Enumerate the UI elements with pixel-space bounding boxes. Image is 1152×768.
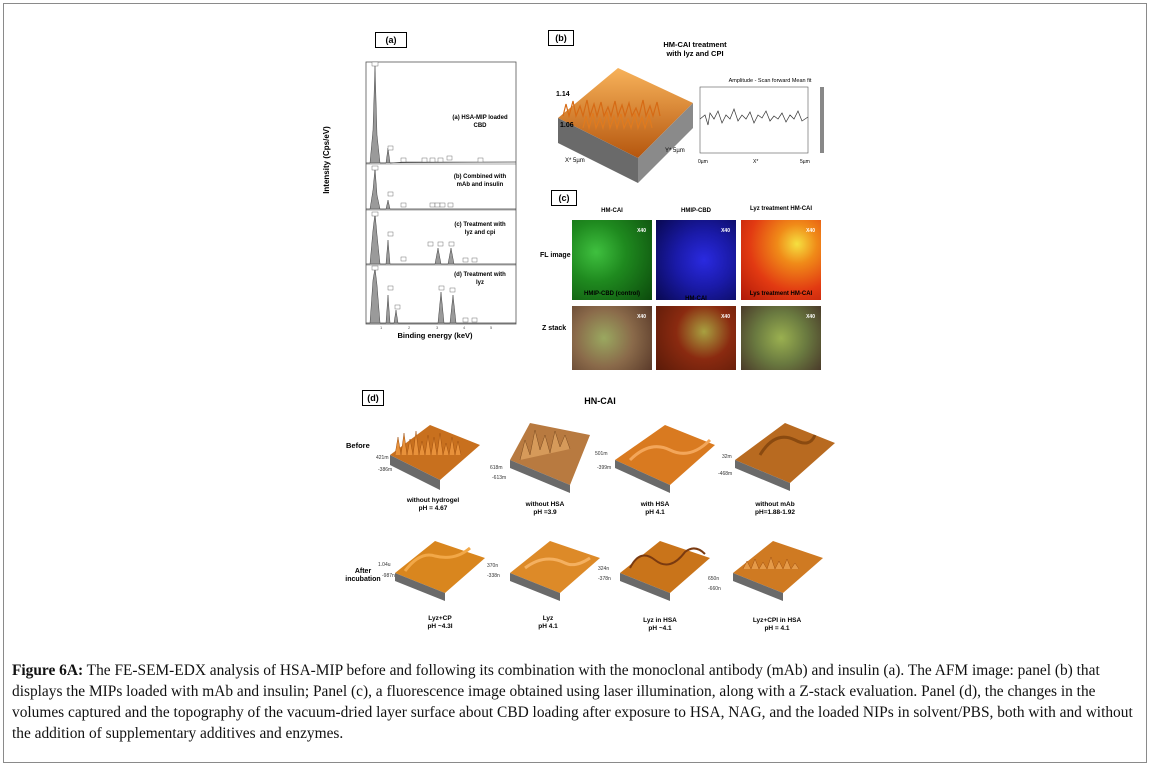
fl-image-red: X40: [741, 220, 821, 300]
before-2-label-1: without HSA: [525, 501, 565, 508]
spectrum-d: [366, 267, 516, 324]
after-4-label-2: pH = 4.1: [764, 625, 790, 632]
after-3-label-2: pH ~4.1: [648, 625, 672, 632]
before-2-ztop: 618m: [490, 465, 503, 471]
spectrum-a-label-1: (a) HSA-MIP loaded: [452, 115, 508, 121]
afm-after-2: [510, 541, 600, 601]
before-1-ztop: 421m: [376, 455, 389, 461]
after-4-ztop: 650n: [708, 576, 720, 582]
before-3-label-1: with HSA: [640, 501, 670, 508]
after-1-ztop: 1.04u: [378, 562, 391, 568]
afm-before-3: [615, 425, 715, 493]
svg-text:3: 3: [436, 325, 439, 330]
z-stack-1: X40: [572, 306, 652, 370]
after-2-zbot: -338n: [487, 573, 500, 579]
fl-title-3: Lyz treatment HM-CAI: [749, 206, 813, 212]
after-2-label-1: Lyz: [542, 615, 554, 622]
after-2-ztop: 370n: [487, 563, 499, 569]
row-label-before: Before: [346, 441, 370, 450]
fl-image-green: X40: [572, 220, 652, 300]
profile-x-mid: X*: [753, 159, 759, 165]
afm-3d-surface-b: [558, 68, 693, 183]
after-4-label-1: Lyz+CPI in HSA: [752, 617, 802, 624]
svg-text:5: 5: [490, 325, 493, 330]
edx-spectra: 1 2 3 4 5: [365, 61, 517, 330]
panel-b-title-1: HM-CAI treatment: [663, 40, 727, 49]
afm-after-1: [395, 541, 485, 601]
after-1-label-2: pH ~4.3I: [427, 623, 453, 630]
before-4-label-1: without mAb: [755, 501, 795, 508]
spectrum-d-label-1: (d) Treatment with: [454, 272, 506, 278]
z-stack-2: X40: [656, 306, 736, 370]
row-label-z-stack: Z stack: [542, 325, 567, 332]
before-2-zbot: -613m: [492, 475, 507, 481]
svg-text:1: 1: [380, 325, 383, 330]
after-4-zbot: -660n: [708, 586, 721, 592]
after-1-label-1: Lyz+CP: [428, 615, 452, 622]
afm-before-1: [390, 425, 480, 490]
fl-title-1: HM-CAI: [601, 208, 623, 214]
spectrum-c: [366, 212, 516, 265]
spectrum-b-label-1: (b) Combined with: [453, 174, 507, 180]
before-4-ztop: 32m: [722, 454, 732, 460]
before-1-zbot: -386m: [378, 467, 393, 473]
z-stack-3: X40: [741, 306, 821, 370]
profile-x-end: 5µm: [800, 159, 810, 165]
spectrum-b-label-2: mAb and insulin: [456, 182, 504, 188]
before-4-label-2: pH=1.88-1.92: [755, 509, 795, 516]
caption-text: The FE-SEM-EDX analysis of HSA-MIP befor…: [12, 662, 1133, 742]
panel-b-title-2: with lyz and CPI: [666, 49, 724, 58]
row-label-after-2: incubation: [345, 576, 381, 583]
panel-d-title: HN-CAI: [584, 396, 616, 406]
after-2-label-2: pH 4.1: [538, 623, 558, 630]
row-label-after-1: After: [354, 568, 372, 575]
panel-a-label: (a): [375, 32, 407, 48]
caption-label: Figure 6A:: [12, 662, 84, 679]
before-3-ztop: 501m: [595, 451, 608, 457]
panel-b-x-axis: X* 5µm: [565, 158, 585, 164]
fl-title-2: HMIP-CBD: [681, 208, 711, 214]
panel-b-y-axis: Y* 5µm: [665, 148, 685, 154]
spectrum-d-label-2: lyz: [475, 280, 484, 286]
before-3-label-2: pH 4.1: [645, 509, 665, 516]
panel-c-label: (c): [551, 190, 577, 206]
afm-before-2: [510, 423, 590, 493]
spectrum-c-label-2: lyz and cpi: [464, 230, 496, 236]
svg-text:2: 2: [408, 325, 411, 330]
row-label-fl-image: FL image: [540, 252, 571, 259]
profile-plot: [699, 86, 824, 154]
panel-b-label: (b): [548, 30, 574, 46]
fl-image-blue: X40: [656, 220, 736, 300]
zs-title-2: HM-CAI: [685, 296, 707, 302]
spectrum-b: [366, 167, 516, 210]
profile-title: Amplitude - Scan forward Mean fit: [728, 78, 812, 84]
afm-before-4: [735, 423, 835, 491]
zs-title-1: HMIP-CBD (control): [584, 291, 640, 297]
zs-title-3: Lys treatment HM-CAI: [749, 291, 813, 297]
panel-b-z-tick-2: 1.06: [560, 122, 574, 129]
after-3-zbot: -378n: [598, 576, 611, 582]
afm-after-4: [733, 541, 823, 601]
before-1-label-2: pH = 4.67: [418, 505, 448, 512]
spectrum-c-label-1: (c) Treatment with: [454, 222, 506, 228]
spectrum-a-label-2: CBD: [473, 123, 487, 129]
before-4-zbot: -468m: [718, 471, 733, 477]
before-2-label-2: pH =3.9: [533, 509, 557, 516]
figure-frame: [3, 3, 1147, 763]
after-3-label-1: Lyz in HSA: [643, 617, 677, 624]
panel-b-z-tick-1: 1.14: [556, 91, 570, 98]
figure-caption: Figure 6A: The FE-SEM-EDX analysis of HS…: [12, 660, 1140, 744]
afm-after-3: [620, 541, 710, 601]
profile-x-start: 0µm: [698, 159, 708, 165]
before-3-zbot: -399m: [597, 465, 612, 471]
before-1-label-1: without hydrogel: [406, 497, 460, 504]
svg-text:4: 4: [463, 325, 466, 330]
panel-d-label: (d): [362, 390, 384, 406]
panel-a-x-axis-label: Binding energy (keV): [397, 331, 473, 340]
after-3-ztop: 324n: [598, 566, 610, 572]
panel-a-y-axis-label: Intensity (Cps/eV): [322, 126, 331, 194]
after-1-zbot: -987n: [382, 573, 395, 579]
